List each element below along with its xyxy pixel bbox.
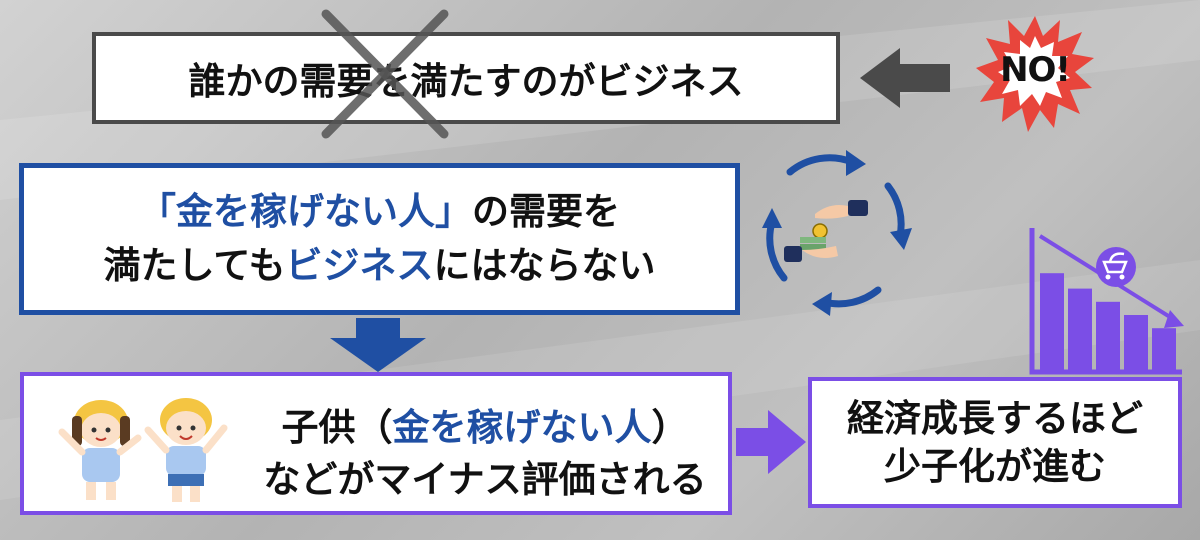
children-evaluation-box: 子供（金を稼げない人） などがマイナス評価される (20, 372, 732, 515)
middle-line-2-start: 満たしても (103, 244, 286, 287)
economy-line-1: 経済成長するほど (847, 396, 1143, 440)
top-statement-text: 誰かの需要を満たすのがビジネス (188, 60, 744, 103)
baby-stroller-icon (1096, 247, 1136, 287)
economy-line-2: 少子化が進む (884, 444, 1106, 488)
middle-line-1: 「金を稼げない人」の需要を (139, 185, 620, 239)
children-line-1-start: 子供（ (281, 406, 393, 449)
middle-line-2: 満たしてもビジネスにはならない (103, 239, 655, 293)
middle-line-2-end: にはならない (433, 244, 656, 287)
decline-bar (1040, 273, 1064, 370)
decline-bar (1096, 301, 1120, 370)
decline-bar (1068, 288, 1092, 370)
decline-bar (1152, 328, 1176, 370)
children-illustration (58, 398, 228, 502)
children-evaluation-text: 子供（金を稼げない人） などがマイナス評価される (242, 402, 728, 506)
decline-bar (1124, 315, 1148, 370)
children-line-1: 子供（金を稼げない人） (242, 402, 728, 454)
middle-highlight-1: 「金を稼げない人」 (139, 190, 472, 233)
middle-line-1-rest: の需要を (472, 190, 620, 233)
no-burst-icon (976, 16, 1094, 132)
children-line-1-end: ） (651, 406, 689, 449)
top-statement-box: 誰かの需要を満たすのがビジネス (92, 32, 840, 124)
middle-highlight-2: ビジネス (285, 244, 434, 287)
children-line-2: などがマイナス評価される (263, 458, 707, 501)
middle-statement-box: 「金を稼げない人」の需要を 満たしてもビジネスにはならない (19, 163, 740, 315)
economy-conclusion-box: 経済成長するほど 少子化が進む (808, 377, 1182, 508)
children-highlight: 金を稼げない人 (392, 406, 652, 449)
no-badge-text: NO! (1000, 50, 1071, 90)
